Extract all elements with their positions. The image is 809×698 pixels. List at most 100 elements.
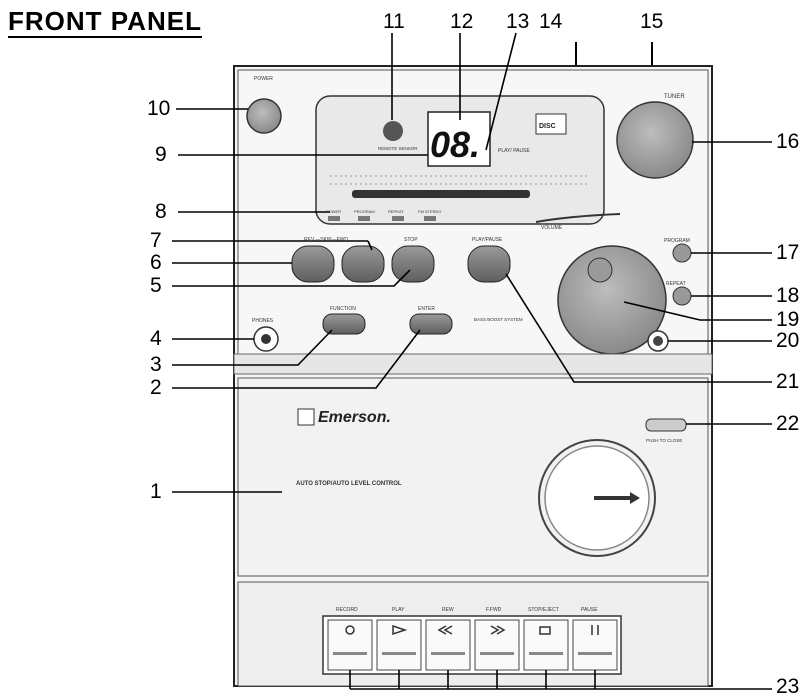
- compact-disc-logo: DISC: [539, 123, 556, 130]
- tuning-bar: [352, 190, 530, 198]
- ffwd-button[interactable]: [474, 619, 520, 671]
- separator-band: [233, 353, 713, 375]
- ind-power-label: POWER: [326, 209, 341, 214]
- leader-lines: [172, 32, 772, 690]
- play-icon: [392, 624, 408, 636]
- ind-repeat-label: REPEAT: [388, 209, 404, 214]
- callout-20: 20: [776, 329, 800, 352]
- callout-14: 14: [539, 10, 563, 33]
- push-to-close-label: PUSH TO CLOSE: [646, 438, 682, 443]
- seg-display: [427, 111, 491, 167]
- callout-2: 2: [150, 376, 162, 399]
- rew-icon: [437, 625, 453, 635]
- phones-jack-hole: [261, 334, 271, 344]
- callout-10: 10: [147, 97, 171, 120]
- deck-label-play: PLAY: [392, 607, 405, 613]
- callout-16: 16: [776, 130, 800, 153]
- callout-19: 19: [776, 308, 800, 331]
- rev-skip-button[interactable]: [291, 245, 335, 283]
- callout-3: 3: [150, 353, 162, 376]
- disc-outer-ring: [538, 439, 656, 557]
- callout-13: 13: [506, 10, 530, 33]
- callout-9: 9: [155, 143, 167, 166]
- deck-label-rew: REW: [442, 607, 454, 613]
- deck-label-stop-eject: STOP/EJECT: [528, 607, 559, 613]
- disc-arrow: [594, 492, 640, 504]
- remote-sensor-label: REMOTE SENSOR: [378, 146, 418, 151]
- deck-pause-button[interactable]: [572, 619, 618, 671]
- deck-label-record: RECORD: [336, 607, 358, 613]
- volume-label: VOLUME: [541, 225, 563, 231]
- rew-button[interactable]: [425, 619, 471, 671]
- callout-7: 7: [150, 229, 162, 252]
- repeat-label: REPEAT: [666, 281, 686, 287]
- indicator-row: [328, 216, 436, 221]
- fwd-skip-button[interactable]: [341, 245, 385, 283]
- callout-17: 17: [776, 241, 800, 264]
- callout-11: 11: [383, 10, 405, 33]
- deck-button-bars: [333, 652, 612, 655]
- pause-icon: [591, 625, 599, 635]
- tuner-label: TUNER: [664, 94, 685, 100]
- enter-button[interactable]: [409, 313, 453, 335]
- callout-18: 18: [776, 284, 800, 307]
- callout-1: 1: [150, 480, 162, 503]
- ind-program-label: PROGRAM: [354, 209, 375, 214]
- deck-label-ffwd: F.FWD: [486, 607, 502, 613]
- record-button[interactable]: [327, 619, 373, 671]
- callout-22: 22: [776, 412, 800, 435]
- leader-13: [485, 32, 517, 151]
- leader-5: [172, 269, 411, 287]
- leader-21: [505, 273, 772, 383]
- leader-3: [172, 329, 333, 366]
- emerson-logo-icon: [297, 408, 315, 426]
- deck-button-symbols: [345, 624, 599, 636]
- stop-eject-button[interactable]: [523, 619, 569, 671]
- volume-knob-grip: [587, 257, 613, 283]
- callout-6: 6: [150, 251, 162, 274]
- function-button[interactable]: [322, 313, 366, 335]
- brand-logo: Emerson.: [318, 409, 391, 426]
- bass-boost-label: BASS BOOST SYSTEM: [474, 317, 523, 322]
- callout-23: 23: [776, 675, 800, 698]
- eject-icon: [539, 626, 551, 635]
- callout-21: 21: [776, 370, 800, 393]
- ind-fm-stereo-label: FM STEREO: [418, 209, 441, 214]
- power-button[interactable]: [246, 98, 282, 134]
- push-to-close-button[interactable]: [645, 418, 687, 432]
- tuner-knob[interactable]: [616, 101, 694, 179]
- enter-label: ENTER: [418, 306, 435, 312]
- leader-19: [623, 301, 772, 321]
- function-label: FUNCTION: [330, 306, 356, 312]
- program-button[interactable]: [672, 243, 692, 263]
- play-pause-btn-label: PLAY/PAUSE: [472, 237, 503, 243]
- page-title: FRONT PANEL: [8, 6, 202, 38]
- leader-7-tip: [367, 240, 373, 251]
- deck-label-pause: PAUSE: [581, 607, 598, 613]
- display-digits: 08.: [430, 124, 480, 165]
- deck-button-panel: [322, 615, 622, 675]
- record-icon: [345, 625, 355, 635]
- auto-stop-label: AUTO STOP/AUTO LEVEL CONTROL: [296, 481, 402, 487]
- rev-skip-fwd-label: REV.—SKIP—FWD.: [304, 237, 349, 243]
- callout-8: 8: [155, 200, 167, 223]
- cd-open-dot: [653, 336, 663, 346]
- repeat-button[interactable]: [672, 286, 692, 306]
- play-pause-button[interactable]: [467, 245, 511, 283]
- stop-label: STOP: [404, 237, 418, 243]
- program-label: PROGRAM: [664, 238, 690, 244]
- disc-logo: [535, 113, 567, 135]
- remote-sensor-dot: [383, 121, 403, 141]
- callout-5: 5: [150, 274, 162, 297]
- play-pause-indicator: PLAY/ PAUSE: [498, 148, 530, 154]
- ffwd-icon: [490, 625, 506, 635]
- power-label: POWER: [254, 76, 273, 82]
- callout-12: 12: [450, 10, 474, 33]
- callout-15: 15: [640, 10, 664, 33]
- leader-2: [172, 329, 421, 389]
- stop-button[interactable]: [391, 245, 435, 283]
- callout-4: 4: [150, 327, 162, 350]
- volume-arc: [535, 213, 621, 223]
